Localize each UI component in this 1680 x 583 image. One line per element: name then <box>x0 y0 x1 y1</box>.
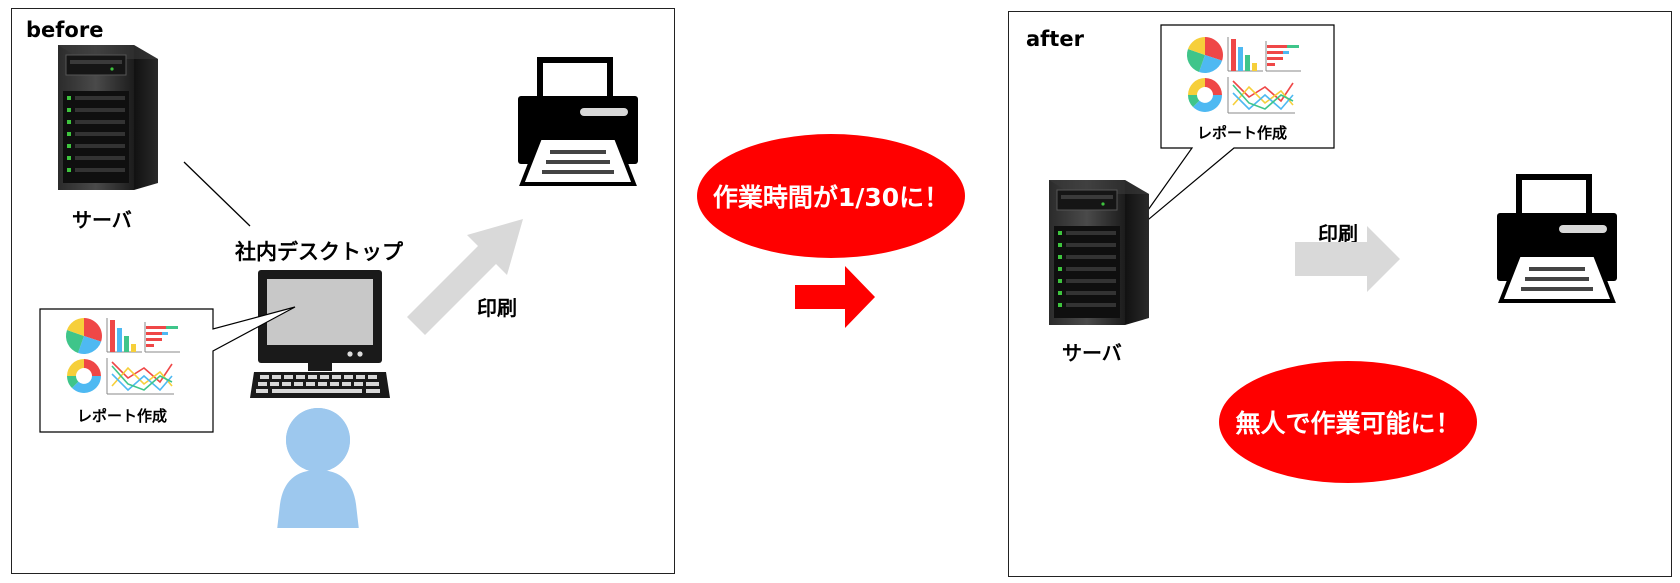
transition-arrow <box>795 266 875 328</box>
before-label: before <box>26 18 104 42</box>
after-report-label: レポート作成 <box>1197 124 1288 142</box>
before-server-label: サーバ <box>72 208 132 232</box>
time-reduction-text: 作業時間が1/30に！ <box>712 183 950 212</box>
unattended-text: 無人で作業可能に！ <box>1235 409 1461 438</box>
after-server-icon <box>1048 179 1150 326</box>
before-print-label: 印刷 <box>477 296 517 320</box>
after-printer-icon <box>1497 177 1622 307</box>
time-reduction-ellipse <box>697 134 965 258</box>
after-server-label: サーバ <box>1062 341 1122 365</box>
after-label: after <box>1026 27 1084 51</box>
before-print-arrow <box>407 219 523 335</box>
person-icon <box>272 408 364 532</box>
after-report-charts-icon <box>1186 36 1302 114</box>
before-report-label: レポート作成 <box>77 407 168 425</box>
desktop-label: 社内デスクトップ <box>235 240 403 264</box>
unattended-ellipse <box>1219 361 1477 483</box>
after-print-arrow <box>1295 226 1400 292</box>
before-connector-line <box>183 161 251 227</box>
